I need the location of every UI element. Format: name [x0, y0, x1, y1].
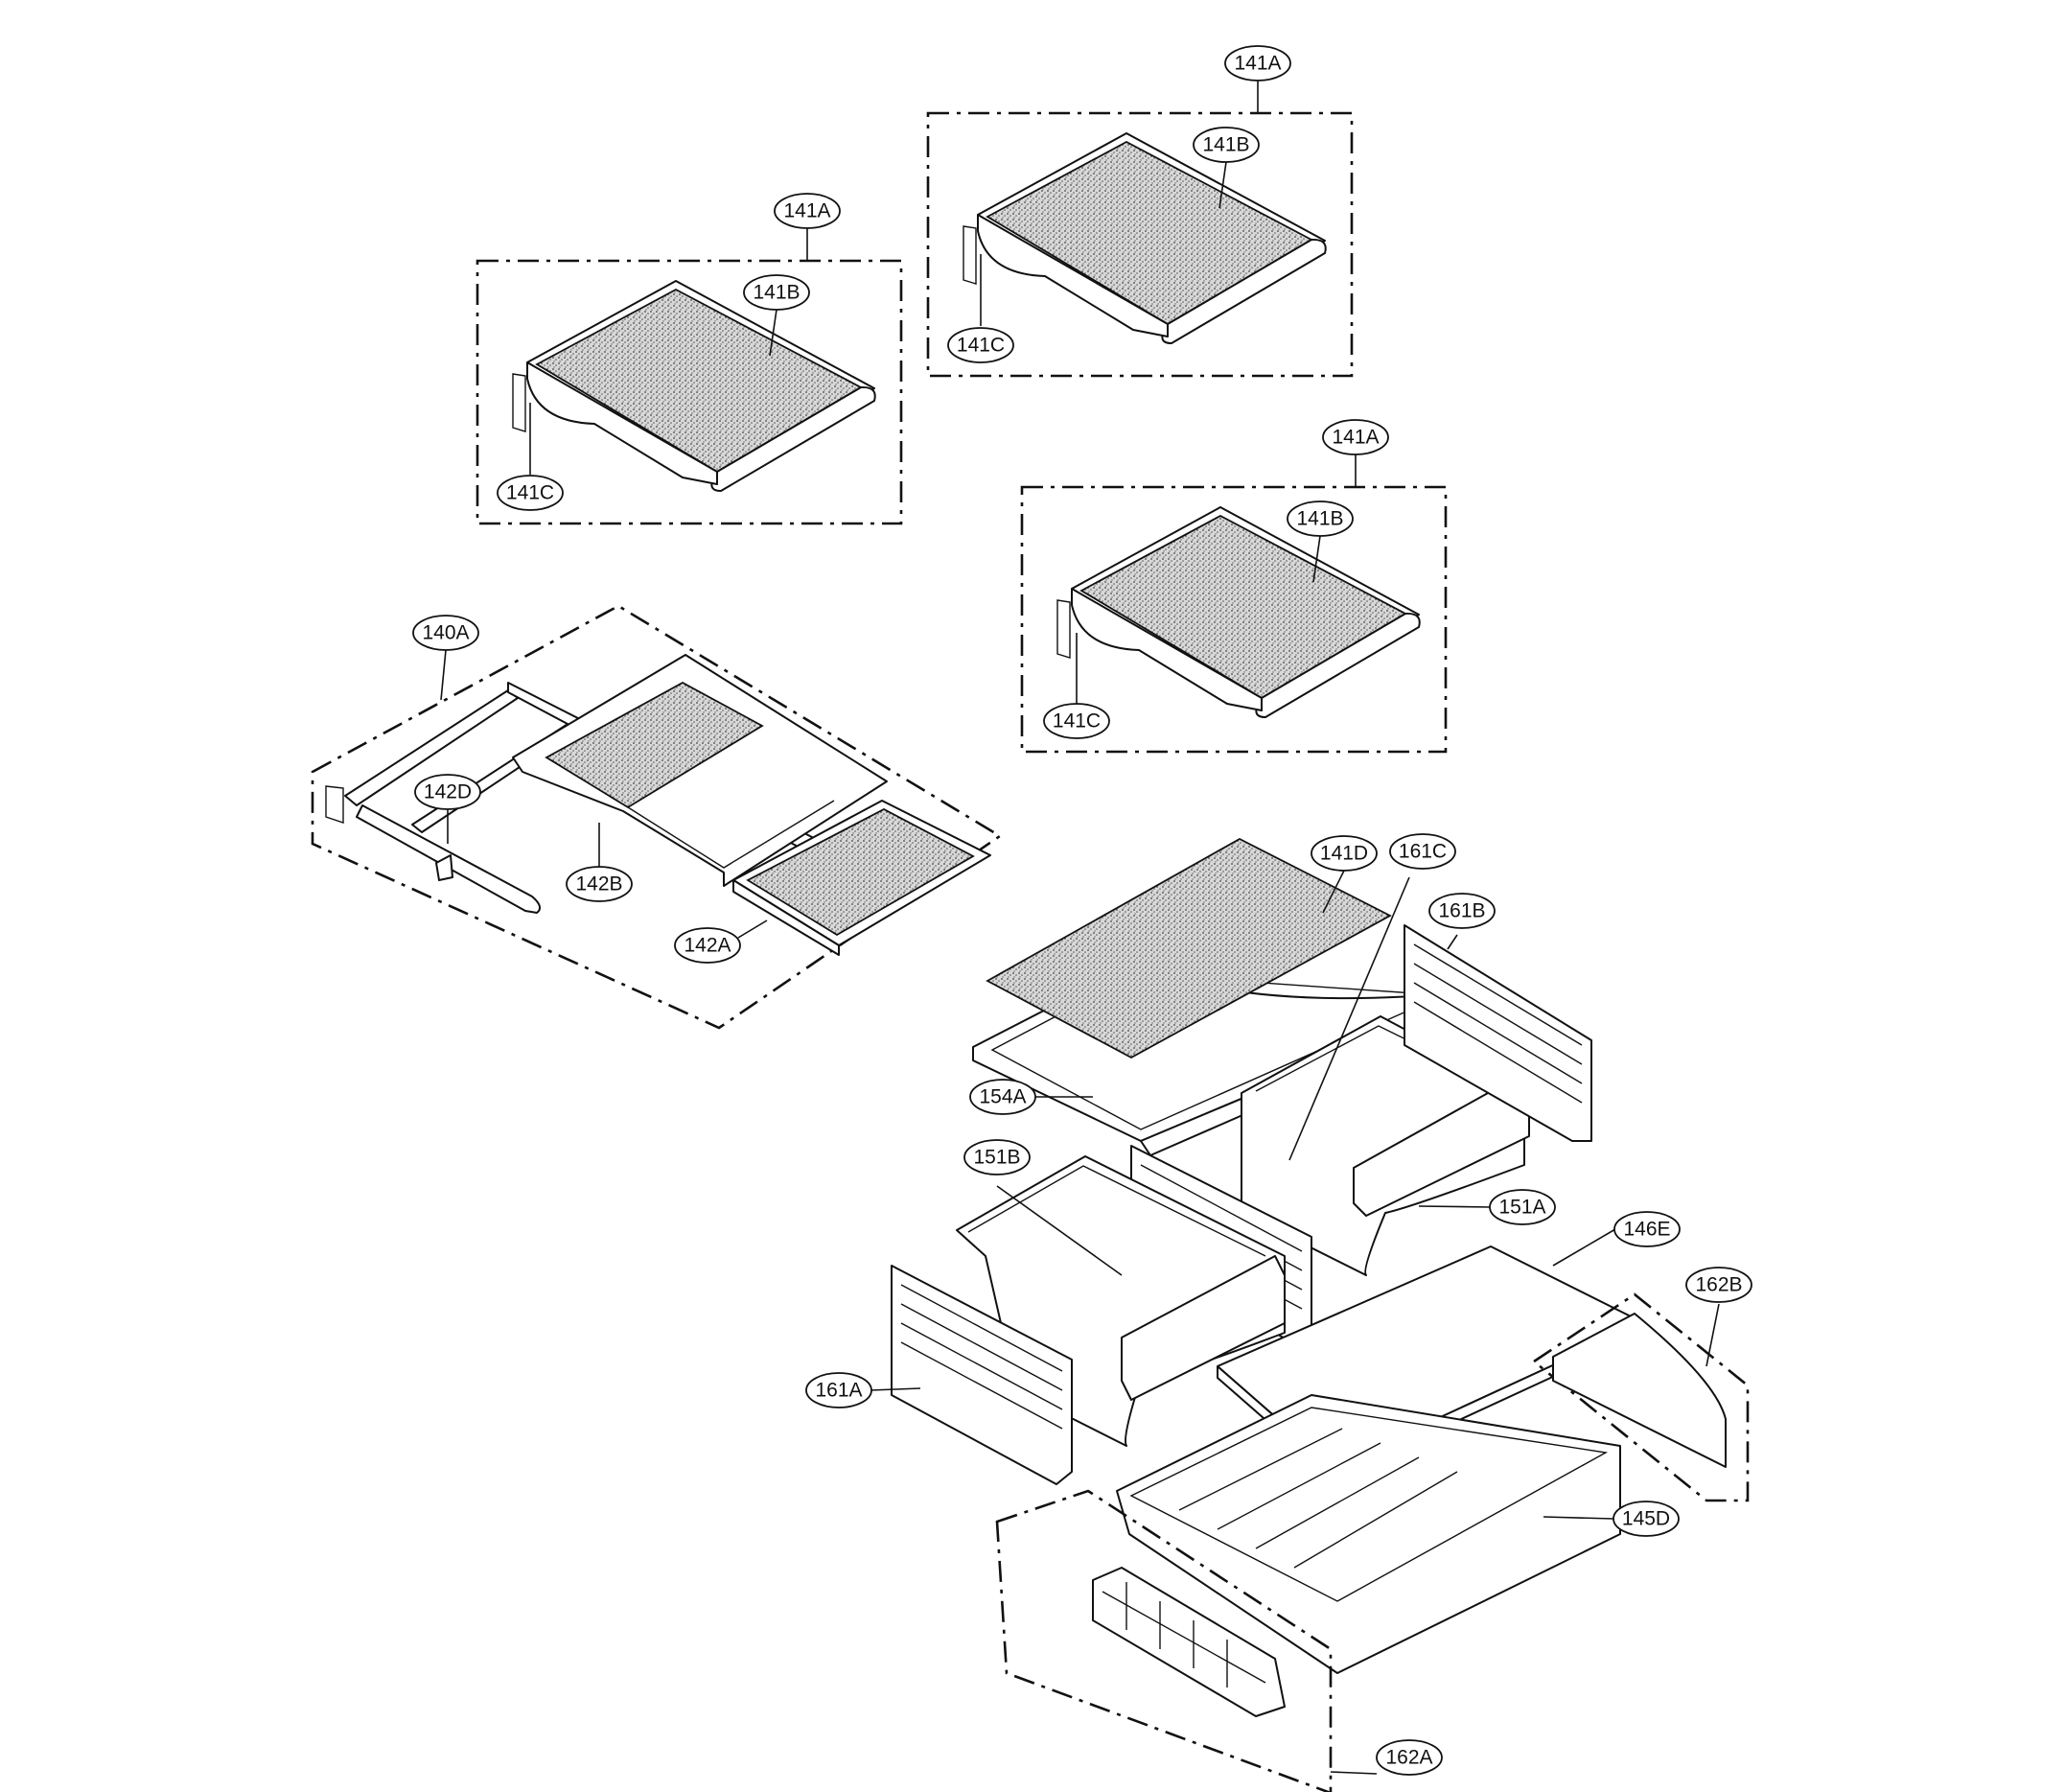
leader-line — [1418, 1205, 1492, 1208]
callout-154A[interactable]: 154A — [969, 1079, 1036, 1115]
leader-line — [1218, 161, 1227, 209]
callout-162A[interactable]: 162A — [1376, 1739, 1443, 1776]
sliding-shelf-assembly — [311, 604, 1003, 1030]
callout-141A-left[interactable]: 141A — [774, 193, 841, 229]
svg-text:142B: 142B — [575, 873, 622, 896]
drawer-rail-icon — [1092, 1567, 1286, 1717]
callout-141A-top[interactable]: 141A — [1224, 45, 1291, 81]
svg-text:141B: 141B — [1296, 508, 1343, 530]
svg-text:142D: 142D — [424, 781, 472, 803]
shelf-assembly-left — [476, 228, 903, 525]
leader-line — [769, 309, 777, 357]
glass-shelf-icon — [1056, 506, 1421, 718]
svg-text:141C: 141C — [1053, 710, 1101, 733]
crisper-divider-left — [870, 1265, 1073, 1485]
svg-text:141A: 141A — [1332, 427, 1379, 449]
svg-text:141C: 141C — [506, 482, 554, 504]
drawer-rail-right — [1531, 1292, 1750, 1502]
svg-text:154A: 154A — [979, 1086, 1026, 1108]
drawer-rail-right-boundary — [1531, 1292, 1750, 1502]
leader-line — [1312, 535, 1321, 583]
svg-text:140A: 140A — [422, 622, 469, 644]
shelf-assembly-top-boundary — [926, 111, 1354, 378]
svg-text:151B: 151B — [973, 1147, 1020, 1169]
callout-161B[interactable]: 161B — [1428, 893, 1496, 929]
callout-141B-middle[interactable]: 141B — [1287, 500, 1354, 537]
callout-140A[interactable]: 140A — [412, 615, 479, 651]
pantry-drawer — [1116, 1394, 1621, 1674]
svg-text:145D: 145D — [1622, 1508, 1670, 1530]
glass-shelf-icon — [732, 800, 991, 956]
shelf-assembly-middle-boundary — [1020, 485, 1448, 754]
callout-141C-middle[interactable]: 141C — [1043, 703, 1110, 739]
glass-shelf-icon — [512, 280, 876, 492]
callout-labels: 141A 141B 141C 141A 141B 141C 141A 141B … — [412, 45, 1752, 1776]
svg-text:141C: 141C — [957, 335, 1005, 357]
glass-shelf-icon — [963, 132, 1327, 344]
leader-line — [1330, 1771, 1378, 1775]
svg-text:162B: 162B — [1695, 1274, 1742, 1296]
callout-151A[interactable]: 151A — [1489, 1189, 1556, 1225]
callout-142B[interactable]: 142B — [566, 866, 633, 902]
svg-text:141D: 141D — [1320, 843, 1368, 865]
callout-145D[interactable]: 145D — [1613, 1501, 1680, 1537]
svg-text:161C: 161C — [1399, 841, 1447, 863]
svg-text:151A: 151A — [1498, 1197, 1545, 1219]
svg-text:161B: 161B — [1438, 900, 1485, 922]
callout-142D[interactable]: 142D — [414, 774, 481, 810]
callout-161C[interactable]: 161C — [1389, 833, 1456, 870]
leader-line — [1447, 934, 1458, 950]
drawer-rail-icon — [1552, 1313, 1727, 1468]
callout-141C-top[interactable]: 141C — [947, 327, 1014, 363]
callout-151B[interactable]: 151B — [963, 1139, 1031, 1175]
leader-line — [1288, 876, 1410, 1161]
glass-shelf-icon — [512, 654, 888, 887]
svg-text:142A: 142A — [684, 935, 731, 957]
callout-141C-left[interactable]: 141C — [497, 475, 564, 511]
svg-text:141A: 141A — [1234, 53, 1281, 75]
sliding-shelf-assembly-boundary — [311, 604, 1003, 1030]
shelf-assembly-left-boundary — [476, 259, 903, 525]
callout-141B-left[interactable]: 141B — [743, 274, 810, 311]
callout-141B-top[interactable]: 141B — [1193, 127, 1260, 163]
shelf-assembly-top — [926, 81, 1354, 378]
drawer-rail-bottom-boundary — [995, 1489, 1333, 1792]
leader-line — [440, 649, 447, 701]
leader-line — [870, 1387, 921, 1391]
leader-line — [996, 1185, 1123, 1276]
shelf-assembly-middle — [1020, 454, 1448, 754]
leader-line — [737, 919, 768, 939]
callout-141D[interactable]: 141D — [1311, 835, 1378, 872]
callout-162B[interactable]: 162B — [1685, 1267, 1752, 1303]
svg-text:141B: 141B — [1202, 134, 1249, 156]
callout-141A-middle[interactable]: 141A — [1322, 419, 1389, 455]
callout-146E[interactable]: 146E — [1613, 1211, 1681, 1247]
drawer-rail-bottom — [995, 1489, 1378, 1792]
leader-line — [1543, 1516, 1614, 1520]
leader-line — [1322, 870, 1345, 914]
leader-line — [1705, 1303, 1720, 1367]
leader-line — [1552, 1228, 1616, 1267]
crisper-divider-right — [1404, 924, 1592, 1142]
callout-161A[interactable]: 161A — [805, 1372, 872, 1408]
callout-142A[interactable]: 142A — [674, 927, 741, 964]
svg-text:141B: 141B — [753, 282, 800, 304]
svg-text:162A: 162A — [1385, 1747, 1432, 1769]
svg-text:141A: 141A — [783, 200, 830, 222]
crisper-cover-glass — [986, 837, 1392, 1059]
svg-text:146E: 146E — [1623, 1219, 1670, 1241]
svg-text:161A: 161A — [815, 1380, 862, 1402]
